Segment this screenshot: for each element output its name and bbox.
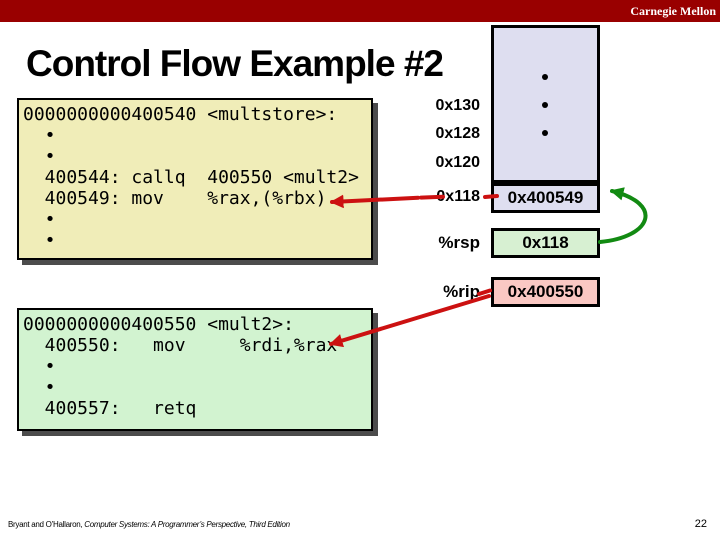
cmu-banner: Carnegie Mellon	[0, 0, 720, 22]
cmu-banner-label: Carnegie Mellon	[630, 4, 716, 18]
rsp-value-cell: 0x118	[491, 228, 600, 258]
mult2-disassembly-box: 0000000000400550 <mult2>: 400550: mov %r…	[17, 308, 373, 431]
stack-box	[491, 25, 600, 183]
rsp-register-label: %rsp	[438, 233, 480, 252]
code-line: 400549: mov %rax,(%rbx)	[23, 188, 327, 209]
footer-citation: Bryant and O’Hallaron, Computer Systems:…	[8, 520, 290, 530]
page-number: 22	[694, 518, 707, 530]
stack-address-label-0x130: 0x130	[435, 97, 481, 114]
code-line: •	[23, 230, 56, 251]
stack-address-label-0x128: 0x128	[435, 125, 481, 142]
code-line: 400550: mov %rdi,%rax	[23, 335, 338, 356]
code-line: 400544: callq 400550 <mult2>	[23, 167, 359, 188]
rip-register-label: %rip	[443, 282, 480, 301]
rsp-to-stack-slot-arrow	[598, 187, 648, 244]
ellipsis-dot-icon	[542, 130, 548, 136]
multstore-disassembly-box: 0000000000400540 <multstore>: • • 400544…	[17, 98, 373, 260]
ellipsis-dot-icon	[542, 102, 548, 108]
footer-authors: Bryant and O’Hallaron,	[8, 520, 85, 529]
footer-book-title: Computer Systems: A Programmer’s Perspec…	[84, 520, 290, 529]
rip-cell-dash	[477, 288, 492, 296]
code-line: •	[23, 146, 56, 167]
stack-address-label-0x120: 0x120	[435, 154, 481, 171]
return-address-cell: 0x400549	[491, 183, 600, 213]
code-line: •	[23, 125, 56, 146]
code-line: 400557: retq	[23, 398, 197, 419]
stack-address-label-0x118: 0x118	[436, 188, 480, 205]
rip-value-cell: 0x400550	[491, 277, 600, 307]
code-line: 0000000000400550 <mult2>:	[23, 314, 294, 335]
slide-title: Control Flow Example #2	[26, 43, 444, 84]
ellipsis-dot-icon	[542, 74, 548, 80]
code-line: 0000000000400540 <multstore>:	[23, 104, 338, 125]
code-line: •	[23, 209, 56, 230]
code-line: •	[23, 356, 56, 377]
code-line: •	[23, 377, 56, 398]
